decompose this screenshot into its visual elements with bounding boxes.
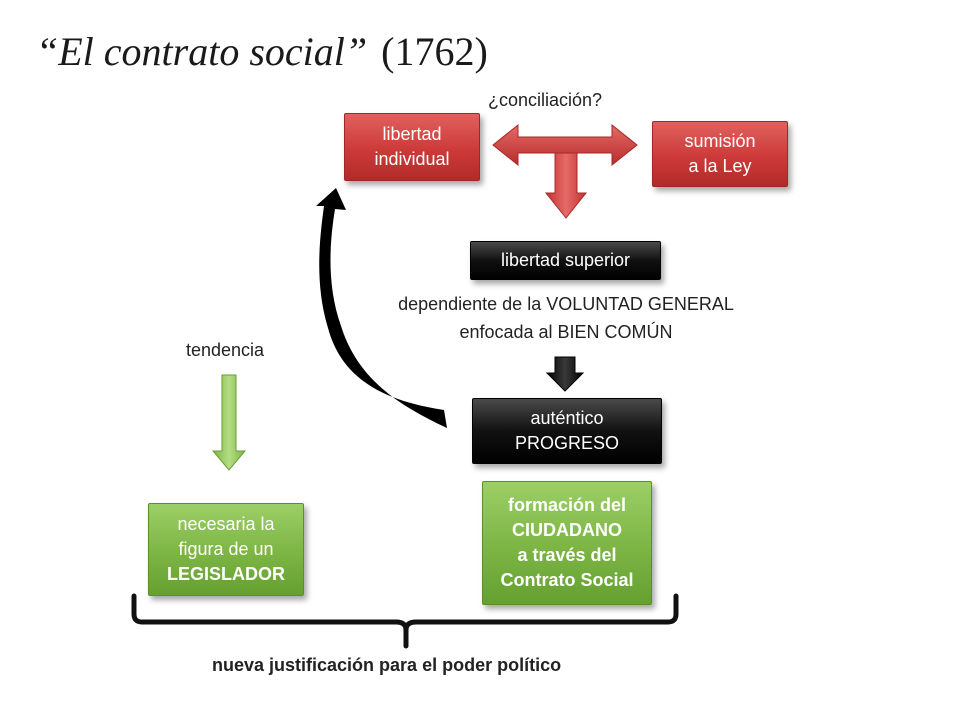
citizen-formation-box: formación del CIUDADANO a través del Con… xyxy=(482,481,652,605)
legislator-line-1: necesaria la xyxy=(177,514,275,534)
legislator-line-3: LEGISLADOR xyxy=(166,564,285,584)
superior-liberty-text: libertad superior xyxy=(500,250,631,270)
page-title: “El contrato social” (1762) xyxy=(36,28,488,75)
dependency-text: dependiente de la VOLUNTAD GENERAL enfoc… xyxy=(360,290,772,346)
tendency-label: tendencia xyxy=(186,340,265,360)
individual-liberty-line-1: libertad xyxy=(382,124,442,144)
citizen-line-1: formación del xyxy=(507,495,626,515)
red-double-arrow-icon xyxy=(492,123,638,167)
conclusion-text: nueva justificación para el poder políti… xyxy=(212,655,562,675)
progress-line-2: PROGRESO xyxy=(514,433,620,453)
submission-law-box: sumisión a la Ley xyxy=(652,121,788,187)
citizen-line-3: a través del xyxy=(517,545,617,565)
superior-liberty-box: libertad superior xyxy=(470,241,661,280)
individual-liberty-line-2: individual xyxy=(374,149,450,169)
red-down-arrow-icon xyxy=(544,152,588,219)
green-down-arrow-icon xyxy=(211,374,247,471)
dependency-line-1: dependiente de la VOLUNTAD GENERAL xyxy=(398,294,734,314)
curly-brace-icon xyxy=(131,593,679,649)
submission-law-line-2: a la Ley xyxy=(688,156,752,176)
title-work: “El contrato social” xyxy=(36,29,368,74)
individual-liberty-box: libertad individual xyxy=(344,113,480,181)
legislator-box: necesaria la figura de un LEGISLADOR xyxy=(148,503,304,596)
curved-return-arrow-icon xyxy=(316,188,447,428)
submission-law-line-1: sumisión xyxy=(684,131,756,151)
dependency-line-2: enfocada al BIEN COMÚN xyxy=(459,322,673,342)
progress-box: auténtico PROGRESO xyxy=(472,398,662,464)
title-year: (1762) xyxy=(381,29,488,74)
citizen-line-4: Contrato Social xyxy=(500,570,634,590)
legislator-line-2: figura de un xyxy=(178,539,274,559)
progress-line-1: auténtico xyxy=(530,408,604,428)
citizen-line-2: CIUDADANO xyxy=(511,520,622,540)
black-down-arrow-icon xyxy=(545,356,585,392)
conciliation-question: ¿conciliación? xyxy=(488,90,603,110)
